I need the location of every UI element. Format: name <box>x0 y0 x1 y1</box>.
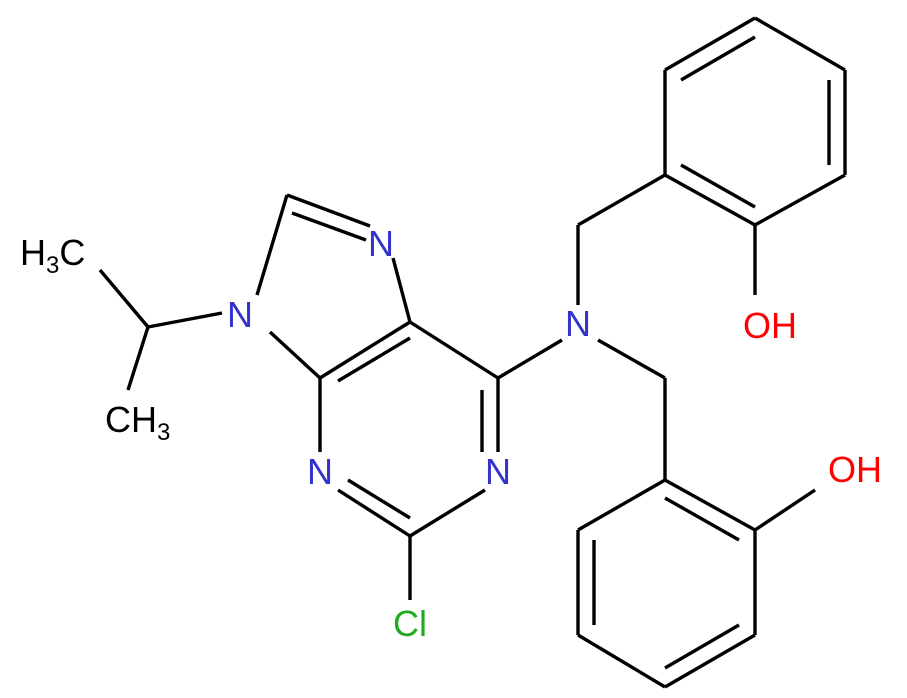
bond-c2-n3 <box>337 488 411 538</box>
atom-ch3-upper: H3C <box>20 232 85 279</box>
bond-c6-n <box>497 338 563 380</box>
bond-ring2-d <box>577 633 666 689</box>
bond-ring1-f-inner <box>680 163 756 209</box>
bond-c8-n7 <box>286 193 371 228</box>
bond-c5-c6 <box>409 320 499 380</box>
ch3-upper-h: H <box>20 232 46 273</box>
ch3-lower-ch: CH <box>105 399 157 440</box>
bond-c4-c5 <box>319 320 411 380</box>
atom-amine-n: N <box>565 303 591 344</box>
ch3-upper-c: C <box>59 232 85 273</box>
bond-ch-ch3-upper <box>98 268 150 329</box>
bond-n-ch2-lower <box>597 338 666 380</box>
atom-n1: N <box>485 451 511 492</box>
ch3-lower-subscript: 3 <box>157 419 170 446</box>
bond-ring1-b <box>664 16 756 72</box>
bond-ring2-oh <box>754 488 816 532</box>
bond-c8-n9 <box>255 194 289 296</box>
bond-ch-ch3-lower <box>126 326 150 391</box>
bond-ring2-c-inner <box>664 623 740 670</box>
atom-n9: N <box>227 294 253 335</box>
atom-ch3-lower: CH3 <box>105 399 170 446</box>
bond-ring2-f <box>577 478 666 532</box>
bond-ring2-c <box>664 633 756 689</box>
bond-n9-ch <box>147 311 223 329</box>
bond-c8-n7-double <box>291 211 367 242</box>
bond-ring1-b-inner <box>680 35 756 82</box>
bond-ring1-f <box>664 173 756 227</box>
atom-chlorine: Cl <box>393 603 427 644</box>
bond-ring2-a-inner <box>664 496 740 542</box>
bond-ring1-c <box>754 16 846 72</box>
bond-c4-c5-inner <box>337 336 411 383</box>
bonds <box>98 16 847 689</box>
atom-labels: N N N N N Cl OH OH H3C CH3 <box>20 223 882 644</box>
bond-ring1-e <box>754 173 846 227</box>
atom-n3: N <box>307 451 333 492</box>
atom-oh-upper: OH <box>743 305 797 346</box>
bond-c2-n3-inner <box>347 478 411 520</box>
atom-oh-lower: OH <box>828 449 882 490</box>
bond-n9-c4 <box>268 330 322 380</box>
ch3-upper-subscript: 3 <box>46 252 59 279</box>
bond-ch2-ring1 <box>577 173 666 227</box>
bond-n1-c2 <box>409 488 486 538</box>
bond-n7-c5 <box>391 257 412 323</box>
atom-n7: N <box>368 223 394 264</box>
bond-ring2-a <box>664 478 756 532</box>
